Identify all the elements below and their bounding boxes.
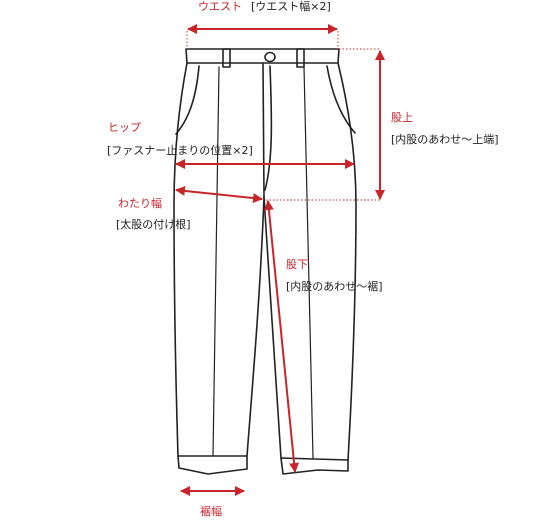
left-leg-crease xyxy=(212,66,220,457)
rise-note: [内股のあわせ〜上端] xyxy=(391,133,499,146)
left-cuff xyxy=(177,455,248,475)
measurement-arrows xyxy=(175,24,385,496)
inseam-label: 股下 xyxy=(286,258,308,271)
rise-label: 股上 xyxy=(391,111,413,124)
waistband xyxy=(185,48,340,64)
right-pocket xyxy=(326,65,356,134)
fly-stitch xyxy=(264,65,273,191)
hem-label: 裾幅 xyxy=(200,505,222,518)
waist-note: [ウエスト幅×2] xyxy=(251,0,331,13)
guide-lines xyxy=(186,31,380,201)
waist-label: ウエスト xyxy=(198,0,242,13)
pants-outline xyxy=(173,48,357,475)
belt-loop-right xyxy=(296,48,305,68)
thigh-note: [太股の付け根] xyxy=(116,218,191,231)
belt-loop-left xyxy=(222,48,231,68)
thigh-arrow xyxy=(175,185,263,204)
right-cuff xyxy=(280,457,349,475)
thigh-label: わたり幅 xyxy=(118,197,162,210)
hip-label: ヒップ xyxy=(108,121,141,134)
left-pocket xyxy=(175,65,200,135)
right-leg-crease xyxy=(303,66,314,459)
left-leg-inner-seam xyxy=(246,196,265,457)
right-leg-outer-seam xyxy=(337,62,357,461)
inseam-note: [内股のあわせ〜裾] xyxy=(286,280,383,293)
left-leg-outer-seam xyxy=(173,62,188,457)
hip-note: [ファスナー止まりの位置×2] xyxy=(107,144,253,157)
inseam-arrow xyxy=(263,200,300,473)
waist-button xyxy=(264,51,276,63)
fly-seam xyxy=(262,62,265,198)
